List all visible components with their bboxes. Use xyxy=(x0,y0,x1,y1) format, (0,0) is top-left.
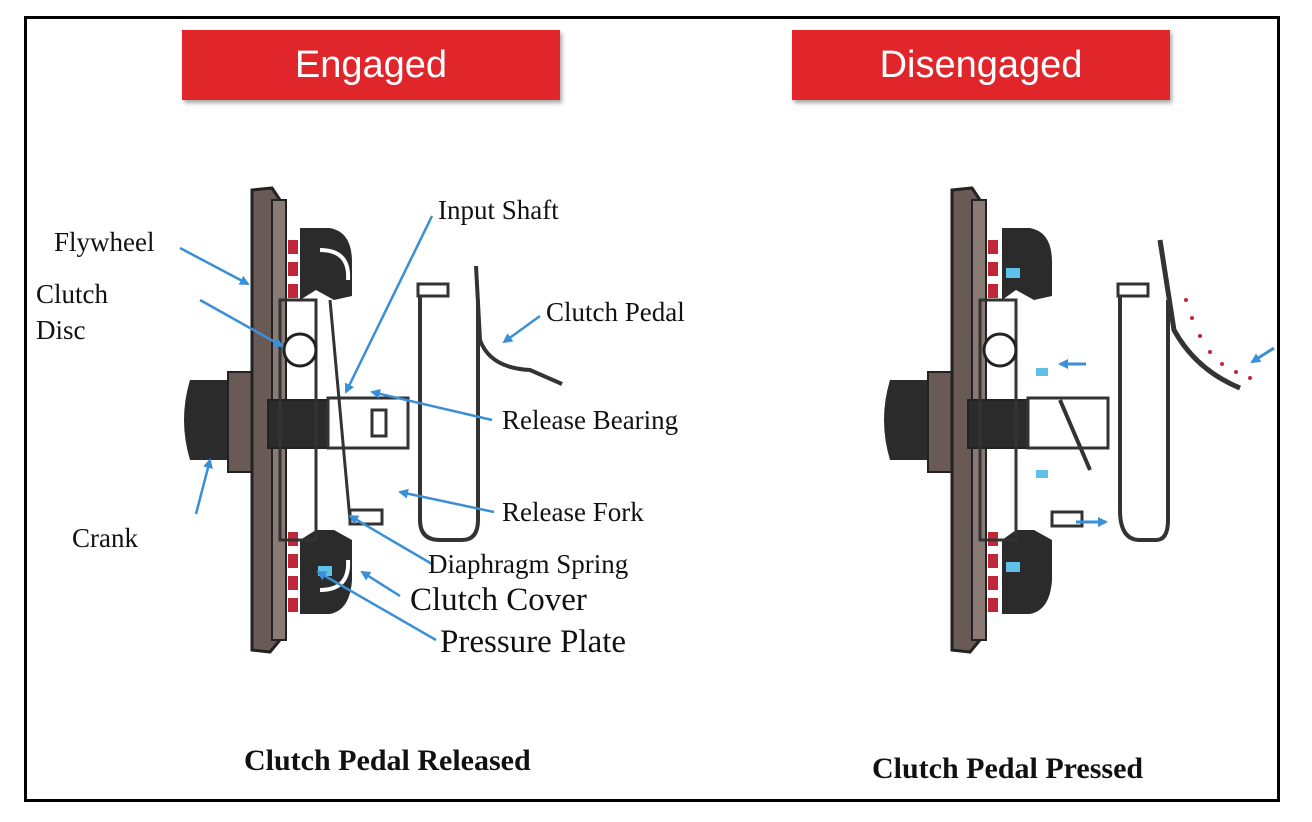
engaged-clutch-assembly xyxy=(184,186,563,654)
input-shaft-label: Input Shaft xyxy=(438,195,559,225)
release-bearing-label: Release Bearing xyxy=(502,405,679,435)
diaphragm-spring-label: Diaphragm Spring xyxy=(428,549,629,579)
disengaged-banner: Disengaged xyxy=(792,30,1170,100)
caption-pedal-released: Clutch Pedal Released xyxy=(244,744,531,777)
clutch-cover-label: Clutch Cover xyxy=(410,582,587,618)
clutch-disc-label-line1: Clutch xyxy=(36,279,108,309)
flywheel-label: Flywheel xyxy=(54,227,155,257)
engaged-banner: Engaged xyxy=(182,30,560,100)
clutch-disc-label-line2: Disc xyxy=(36,315,86,345)
clutch-pedal-label: Clutch Pedal xyxy=(546,297,685,327)
caption-pedal-pressed: Clutch Pedal Pressed xyxy=(872,752,1144,785)
release-fork-label: Release Fork xyxy=(502,497,644,527)
crank-label: Crank xyxy=(72,523,138,553)
disengaged-clutch-assembly xyxy=(884,186,1252,654)
diagram-frame xyxy=(24,16,1280,802)
pressure-plate-label: Pressure Plate xyxy=(440,624,627,660)
